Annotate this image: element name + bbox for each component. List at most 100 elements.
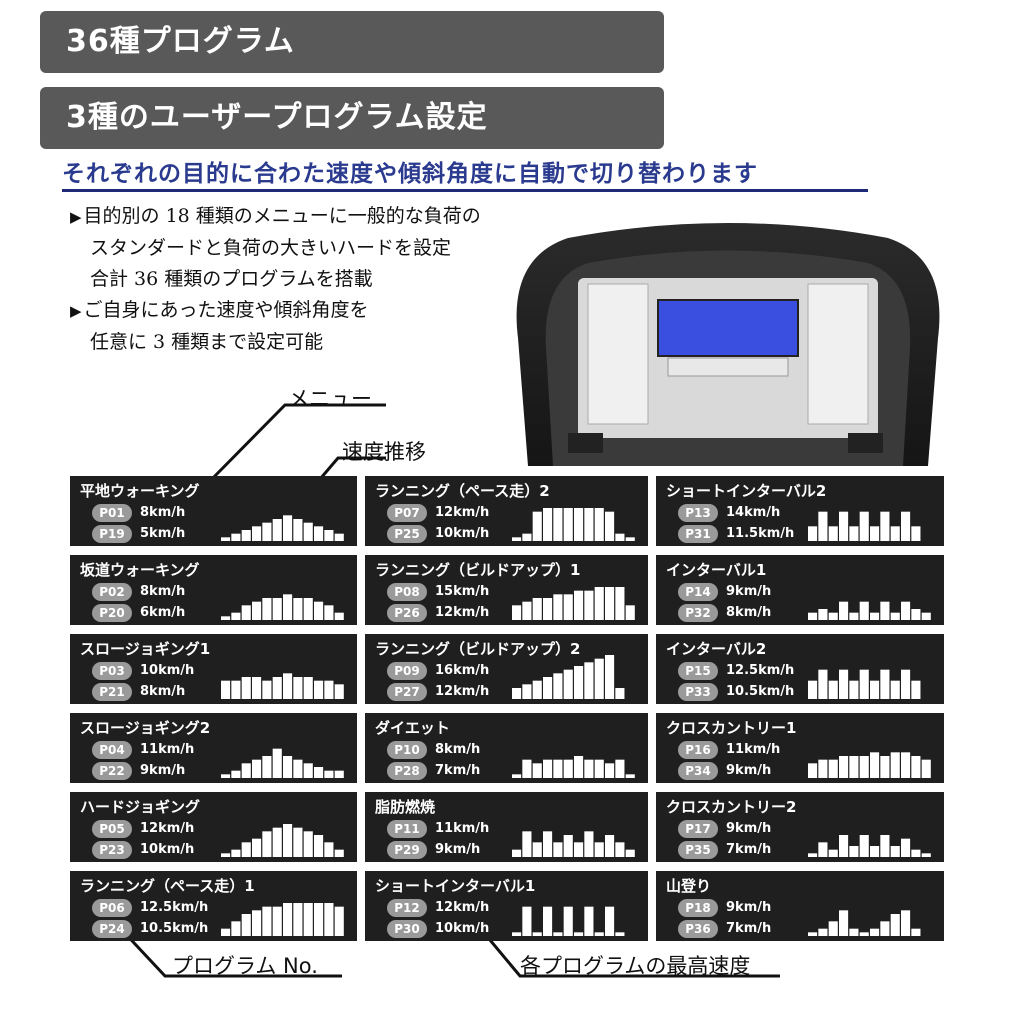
program-number-badge: P04 — [92, 740, 132, 759]
speed-bar — [512, 537, 522, 541]
speed-bar — [828, 612, 838, 620]
speed-bar — [272, 748, 282, 778]
speed-bar — [625, 849, 635, 857]
speed-bar — [283, 756, 293, 778]
speed-bar — [921, 759, 931, 778]
speed-profile-chart — [808, 601, 931, 620]
speed-bar — [828, 526, 838, 541]
treadmill-console-image — [516, 223, 940, 466]
speed-bar — [563, 508, 573, 541]
speed-bar — [324, 680, 334, 699]
speed-bar — [262, 680, 272, 699]
program-number-badge: P22 — [92, 761, 132, 780]
speed-profile-chart — [512, 655, 625, 699]
speed-bar — [625, 537, 635, 541]
program-max-speed: 12.5km/h — [140, 900, 209, 915]
program-number-badge: P33 — [678, 682, 718, 701]
speed-bar — [293, 903, 303, 936]
speed-bar — [605, 835, 615, 857]
feature-text: 目的別の 18 種類のメニューに一般的な負荷の — [83, 205, 481, 227]
speed-bar — [870, 680, 880, 699]
speed-bar — [859, 932, 869, 936]
speed-bar — [283, 673, 293, 699]
program-max-speed: 12km/h — [435, 684, 490, 699]
speed-bar — [625, 605, 635, 620]
program-name: 山登り — [666, 877, 712, 895]
speed-bar — [272, 677, 282, 699]
speed-bar — [870, 612, 880, 620]
program-row-standard: P06 12.5km/h — [92, 898, 208, 917]
speed-bar — [849, 680, 859, 699]
speed-profile-chart — [808, 511, 921, 541]
speed-bar — [574, 756, 584, 778]
speed-bar — [890, 612, 900, 620]
speed-bar — [808, 853, 818, 857]
speed-bar — [252, 677, 262, 699]
program-number-badge: P24 — [92, 919, 132, 938]
subtitle: それぞれの目的に合わた速度や傾斜角度に自動で切り替わります — [62, 156, 868, 192]
speed-bar — [880, 669, 890, 699]
program-max-speed: 11km/h — [726, 742, 781, 757]
speed-bar — [543, 508, 553, 541]
program-number-badge: P08 — [387, 582, 427, 601]
program-name: 脂肪燃焼 — [375, 798, 436, 816]
program-max-speed: 9km/h — [726, 821, 772, 836]
speed-bar — [272, 598, 282, 620]
callout-max-speed: 各プログラムの最高速度 — [520, 954, 751, 978]
speed-bar — [870, 846, 880, 857]
speed-bar — [262, 598, 272, 620]
speed-bar — [543, 677, 553, 699]
speed-bar — [921, 612, 931, 620]
speed-bar — [522, 601, 532, 620]
speed-bar — [512, 774, 522, 778]
speed-bar — [625, 774, 635, 778]
speed-bar — [241, 677, 251, 699]
program-number-badge: P29 — [387, 840, 427, 859]
speed-bar — [615, 688, 625, 699]
program-max-speed: 9km/h — [726, 900, 772, 915]
program-number-badge: P10 — [387, 740, 427, 759]
speed-bar — [594, 508, 604, 541]
speed-bar — [543, 906, 553, 936]
program-number-badge: P16 — [678, 740, 718, 759]
speed-bar — [605, 655, 615, 699]
feature-list: ▶目的別の 18 種類のメニューに一般的な負荷の スタンダードと負荷の大きいハー… — [70, 201, 570, 358]
program-number-badge: P13 — [678, 503, 718, 522]
speed-bar — [324, 842, 334, 857]
speed-bar — [283, 824, 293, 857]
speed-bar — [303, 903, 313, 936]
speed-bar — [303, 522, 313, 541]
program-max-speed: 10km/h — [435, 526, 490, 541]
program-number-badge: P06 — [92, 898, 132, 917]
speed-bar — [283, 903, 293, 936]
speed-bar — [911, 928, 921, 936]
speed-bar — [574, 590, 584, 620]
speed-bar — [880, 835, 890, 857]
speed-bar — [324, 530, 334, 541]
callout-menu: メニュー — [288, 387, 372, 411]
speed-bar — [272, 519, 282, 541]
speed-profile-chart — [221, 673, 344, 699]
speed-profile-chart — [512, 756, 635, 778]
speed-bar — [314, 526, 324, 541]
speed-bar — [901, 910, 911, 936]
speed-bar — [532, 511, 542, 541]
triangle-bullet-icon: ▶ — [70, 208, 82, 226]
program-number-badge: P03 — [92, 661, 132, 680]
speed-bar — [512, 849, 522, 857]
speed-profile-chart — [808, 669, 921, 699]
program-name: インターバル1 — [666, 561, 767, 579]
speed-bar — [283, 515, 293, 541]
speed-bar — [324, 605, 334, 620]
